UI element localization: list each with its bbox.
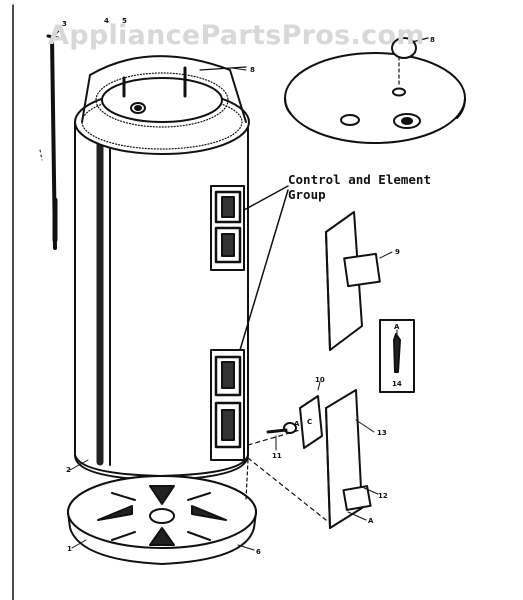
group-label-line1: Control and Element: [288, 172, 431, 187]
callout-2: 2: [66, 466, 71, 474]
anode-rod: [39, 29, 61, 250]
thermostat-cover: [299, 381, 323, 449]
callout-13: 13: [377, 429, 387, 437]
screw-detail: [379, 319, 415, 393]
callout-a-screw: A: [394, 323, 400, 331]
callout-8-cover: 8: [430, 36, 435, 44]
watermark-text: AppliancePartsPros.com: [48, 20, 425, 51]
callout-4: 4: [104, 17, 109, 25]
callout-6: 6: [256, 548, 261, 556]
top-cover: [284, 37, 466, 144]
callout-5: 5: [122, 17, 127, 25]
lower-control-opening: [210, 349, 245, 461]
base-pan: [67, 459, 257, 565]
callout-11: 11: [272, 452, 282, 460]
tank-body: [74, 55, 250, 481]
wire-connector: [266, 422, 297, 451]
callout-10: 10: [315, 376, 325, 384]
upper-access-cover: [325, 211, 393, 351]
callout-a-connector: A: [294, 420, 300, 428]
upper-control-opening: [210, 185, 245, 271]
group-label-line2: Group: [288, 187, 326, 202]
lower-access-cover: [325, 389, 379, 529]
control-element-group-label: Control and Element Group: [288, 172, 431, 202]
callout-9: 9: [395, 248, 400, 256]
callout-c-thermostat: C: [307, 418, 313, 426]
callout-a-lower-cover: A: [368, 517, 374, 525]
callout-3: 3: [62, 20, 67, 28]
callout-8-tank: 8: [250, 66, 255, 74]
callout-12: 12: [378, 492, 388, 500]
callout-14: 14: [392, 380, 402, 388]
callout-1: 1: [67, 545, 72, 553]
